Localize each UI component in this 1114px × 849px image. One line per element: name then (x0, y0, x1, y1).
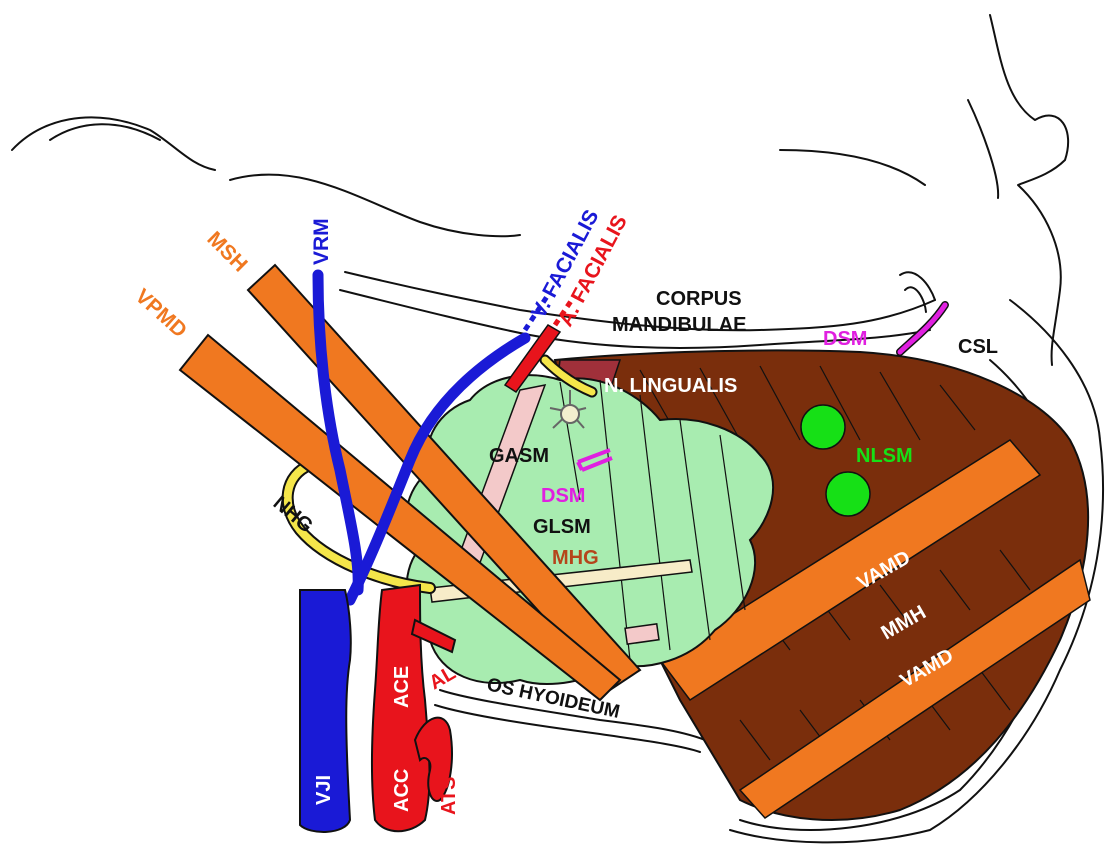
chin-top-curve (780, 150, 925, 185)
lip-outline (990, 15, 1068, 365)
lip-inner-curve (968, 100, 998, 198)
label-vpmd: VPMD (131, 285, 191, 343)
label-glsm: GLSM (533, 516, 591, 538)
label-acc: ACC (391, 769, 413, 812)
label-csl: CSL (958, 336, 998, 358)
label-msh: MSH (202, 227, 251, 276)
gland-pink-rect (625, 624, 659, 644)
label-dsm-mid: DSM (541, 485, 585, 507)
label-nlsm: NLSM (856, 445, 913, 467)
label-gasm: GASM (489, 445, 549, 467)
teeth-contour (900, 272, 935, 312)
label-mhg: MHG (552, 547, 599, 569)
middle-contour (230, 175, 520, 237)
label-dsm-top: DSM (823, 328, 867, 350)
label-vji: VJI (313, 775, 335, 805)
label-vrm: VRM (310, 218, 333, 265)
label-mandibulae: MANDIBULAE (612, 314, 746, 336)
nlsm-node-lower (826, 472, 870, 516)
label-ace: ACE (391, 666, 413, 708)
nlsm-node-upper (801, 405, 845, 449)
label-ats: ATS (438, 776, 460, 815)
label-n-lingualis: N. LINGUALIS (604, 375, 737, 397)
label-corpus: CORPUS (656, 288, 742, 310)
